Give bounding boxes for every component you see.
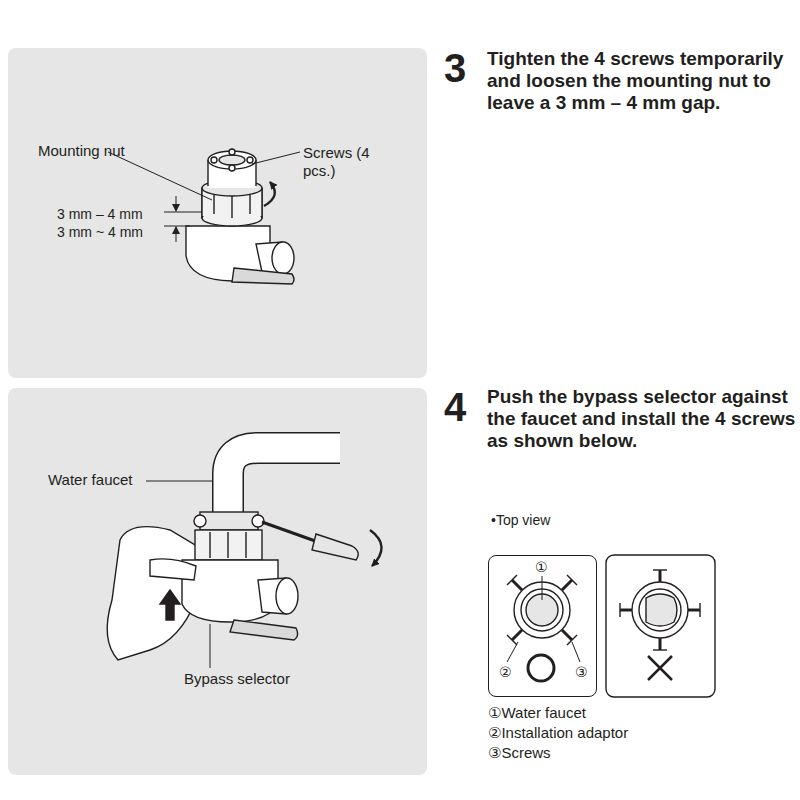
callout-number: ① bbox=[535, 559, 548, 576]
step-number: 3 bbox=[444, 44, 466, 92]
installation-drawing bbox=[107, 448, 381, 660]
legend-item: ①Water faucet bbox=[488, 704, 586, 722]
part-name: Screws (4 pcs.) bbox=[303, 144, 377, 180]
top-view-wrong bbox=[606, 555, 715, 697]
legend-item: ②Installation adaptor bbox=[488, 724, 628, 742]
dimension-lines bbox=[164, 196, 202, 242]
legend-item: ③Screws bbox=[488, 744, 551, 762]
dimension: 3 mm – 4 mm bbox=[57, 206, 143, 223]
illustration-panel: Mounting nut Screws (4 pcs.) 3 mm – 4 mm3 … bbox=[8, 48, 427, 378]
top-view-box: ① ② ③ bbox=[488, 555, 597, 697]
illustration-panel: Water faucetBypass selector bbox=[8, 388, 427, 775]
leader-lines bbox=[108, 152, 300, 668]
part-name: Bypass selector bbox=[184, 670, 290, 688]
step-instruction: Tighten the 4 screws temporarily and loo… bbox=[487, 48, 799, 114]
view-note: •Top view bbox=[491, 512, 550, 529]
adaptor-drawing-top bbox=[186, 149, 294, 284]
top-view-correct bbox=[507, 575, 580, 681]
step-number: 4 bbox=[444, 383, 466, 431]
part-name: Mounting nut bbox=[38, 142, 125, 160]
dimension: 3 mm ~ 4 mm bbox=[57, 224, 143, 241]
step-instruction: Push the bypass selector against the fau… bbox=[487, 386, 799, 452]
callout-number: ③ bbox=[575, 664, 588, 681]
callout-number: ② bbox=[499, 664, 512, 681]
part-name: Water faucet bbox=[48, 471, 132, 489]
